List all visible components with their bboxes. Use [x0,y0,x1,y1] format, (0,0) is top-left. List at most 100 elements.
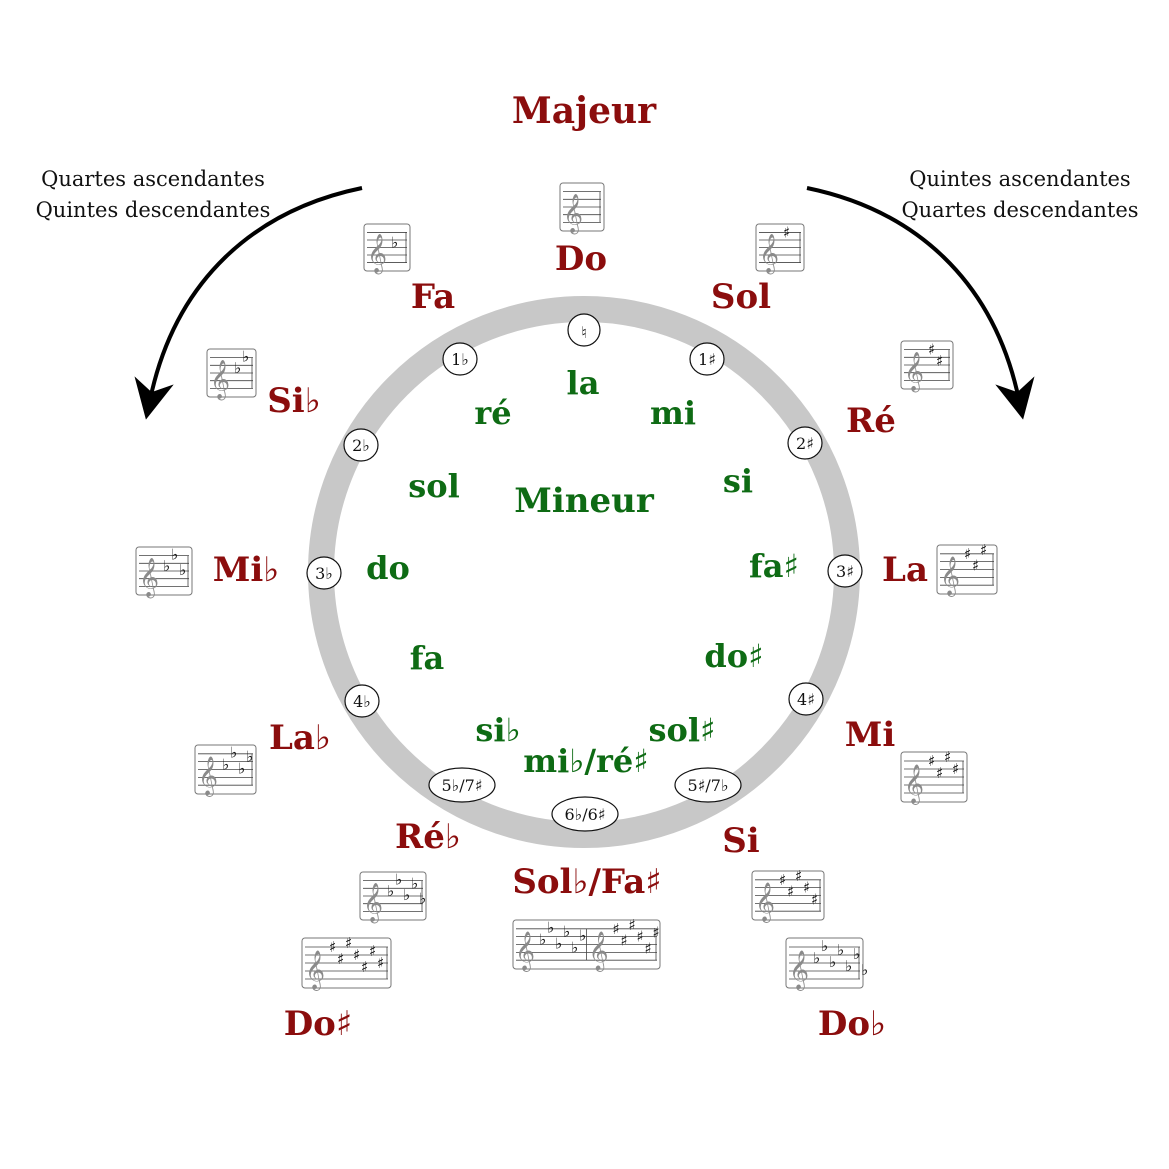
treble-clef-icon: 𝄞 [198,756,218,797]
sharp-icon: ♯ [936,764,943,782]
flat-icon: ♭ [419,890,426,908]
flat-icon: ♭ [579,927,586,945]
sharp-icon: ♯ [779,871,786,889]
minor-title: Mineur [514,481,655,521]
key-signature-lab: 𝄞♭♭♭♭ [194,744,257,797]
flat-icon: ♭ [547,919,554,937]
ring-badge-label: 2♯ [796,434,814,453]
sharp-icon: ♯ [345,934,352,952]
minor-key-re: ré [474,394,511,432]
sharp-icon: ♯ [369,942,376,960]
treble-clef-icon: 𝄞 [755,882,775,923]
sharp-icon: ♯ [621,932,628,950]
minor-key-sib: si♭ [475,711,520,749]
minor-key-sols: sol♯ [649,711,716,749]
key-signature-mi: 𝄞♯♯♯♯ [900,748,968,805]
flat-icon: ♭ [845,957,852,975]
minor-key-fa: fa [410,639,445,677]
minor-key-la: la [567,364,600,402]
treble-clef-icon: 𝄞 [789,950,809,991]
ring-badge-3-sharp: 3♯ [827,554,863,588]
flat-icon: ♭ [179,561,186,579]
sharp-icon: ♯ [928,752,935,770]
major-key-la: La [882,550,928,590]
treble-clef-icon: 𝄞 [210,359,230,400]
major-key-sol: Sol [711,277,771,317]
key-signature-do: 𝄞 [559,182,605,234]
flat-icon: ♭ [853,945,860,963]
treble-clef-icon: 𝄞 [305,950,325,991]
ring-badge-3-flat: 3♭ [306,556,342,590]
sharp-icon: ♯ [783,223,790,241]
major-key-si: Si [722,821,760,861]
sharp-icon: ♯ [944,748,951,766]
flat-icon: ♭ [829,953,836,971]
treble-clef-icon: 𝄞 [367,233,387,274]
sharp-icon: ♯ [952,760,959,778]
treble-clef-icon: 𝄞 [904,351,924,392]
flat-icon: ♭ [403,886,410,904]
major-key-dob: Do♭ [818,1004,886,1044]
treble-clef-icon: 𝄞 [139,557,159,598]
major-key-fa: Fa [411,277,455,317]
treble-clef-icon: 𝄞 [759,233,779,274]
sharp-icon: ♯ [787,883,794,901]
major-key-mib: Mi♭ [213,550,280,590]
key-signature-dob: 𝄞♭♭♭♭♭♭♭ [785,937,868,991]
svg-text:Quartes ascendantes: Quartes ascendantes [41,167,265,191]
flat-icon: ♭ [238,759,245,777]
minor-key-si: si [723,462,753,500]
ring-badge-label: 2♭ [352,436,370,455]
ring-badge-label: 1♯ [698,350,716,369]
sharp-icon: ♯ [972,557,979,575]
key-signature-reb: 𝄞♭♭♭♭♭ [359,870,427,923]
flat-icon: ♭ [813,949,820,967]
treble-clef-icon: 𝄞 [363,882,383,923]
ring-badge-2-sharp: 2♯ [787,426,823,460]
ring-badge-label: 6♭/6♯ [564,805,605,824]
ring-badge-label: 5♭/7♯ [441,776,482,795]
sharp-icon: ♯ [980,541,987,559]
flat-icon: ♭ [242,347,249,365]
key-signature-fa: 𝄞♭ [363,223,411,274]
minor-key-dos: do♯ [704,637,763,675]
svg-text:Quartes descendantes: Quartes descendantes [901,198,1138,222]
caption-right: Quintes ascendantes Quartes descendantes [901,167,1138,222]
flat-icon: ♭ [411,874,418,892]
ring-badge-label: 5♯/7♭ [687,776,728,795]
sharp-icon: ♯ [613,920,620,938]
flat-icon: ♭ [163,557,170,575]
flat-icon: ♭ [171,545,178,563]
key-signature-dos: 𝄞♯♯♯♯♯♯♯ [301,934,392,991]
key-signature-sib: 𝄞♭♭ [206,347,257,400]
flat-icon: ♭ [387,882,394,900]
flat-icon: ♭ [234,359,241,377]
minor-key-do: do [366,549,410,587]
flat-icon: ♭ [230,744,237,762]
ring-badge-6-flat-6-sharp: 6♭/6♯ [551,796,619,832]
major-key-reb: Ré♭ [395,817,461,857]
minor-key-mi: mi [650,394,696,432]
sharp-icon: ♯ [811,890,818,908]
sharp-icon: ♯ [803,879,810,897]
minor-key-fas: fa♯ [749,547,799,585]
ring-badge-1-sharp: 1♯ [689,342,725,376]
ring-badge-5-flat-7-sharp: 5♭/7♯ [428,767,496,803]
treble-clef-icon: 𝄞 [563,193,583,234]
arrow-left-icon [134,186,363,420]
treble-clef-icon: 𝄞 [904,764,924,805]
sharp-icon: ♯ [637,928,644,946]
ring-badge-label: 1♭ [451,350,469,369]
flat-icon: ♭ [391,234,398,252]
sharp-icon: ♯ [353,946,360,964]
minor-key-mib-res: mi♭/ré♯ [523,742,649,780]
ring-badge-4-sharp: 4♯ [788,682,824,716]
key-signature-la: 𝄞♯♯♯ [936,541,998,597]
major-title: Majeur [512,90,657,132]
major-key-dos: Do♯ [284,1004,353,1044]
sharp-icon: ♯ [964,545,971,563]
major-key-mi: Mi [845,715,896,755]
key-signature-solb-fas: 𝄞♭♭♭♭♭♭𝄞♯♯♯♯♯♯ [512,916,661,972]
minor-key-sol: sol [408,467,460,505]
flat-icon: ♭ [395,870,402,888]
